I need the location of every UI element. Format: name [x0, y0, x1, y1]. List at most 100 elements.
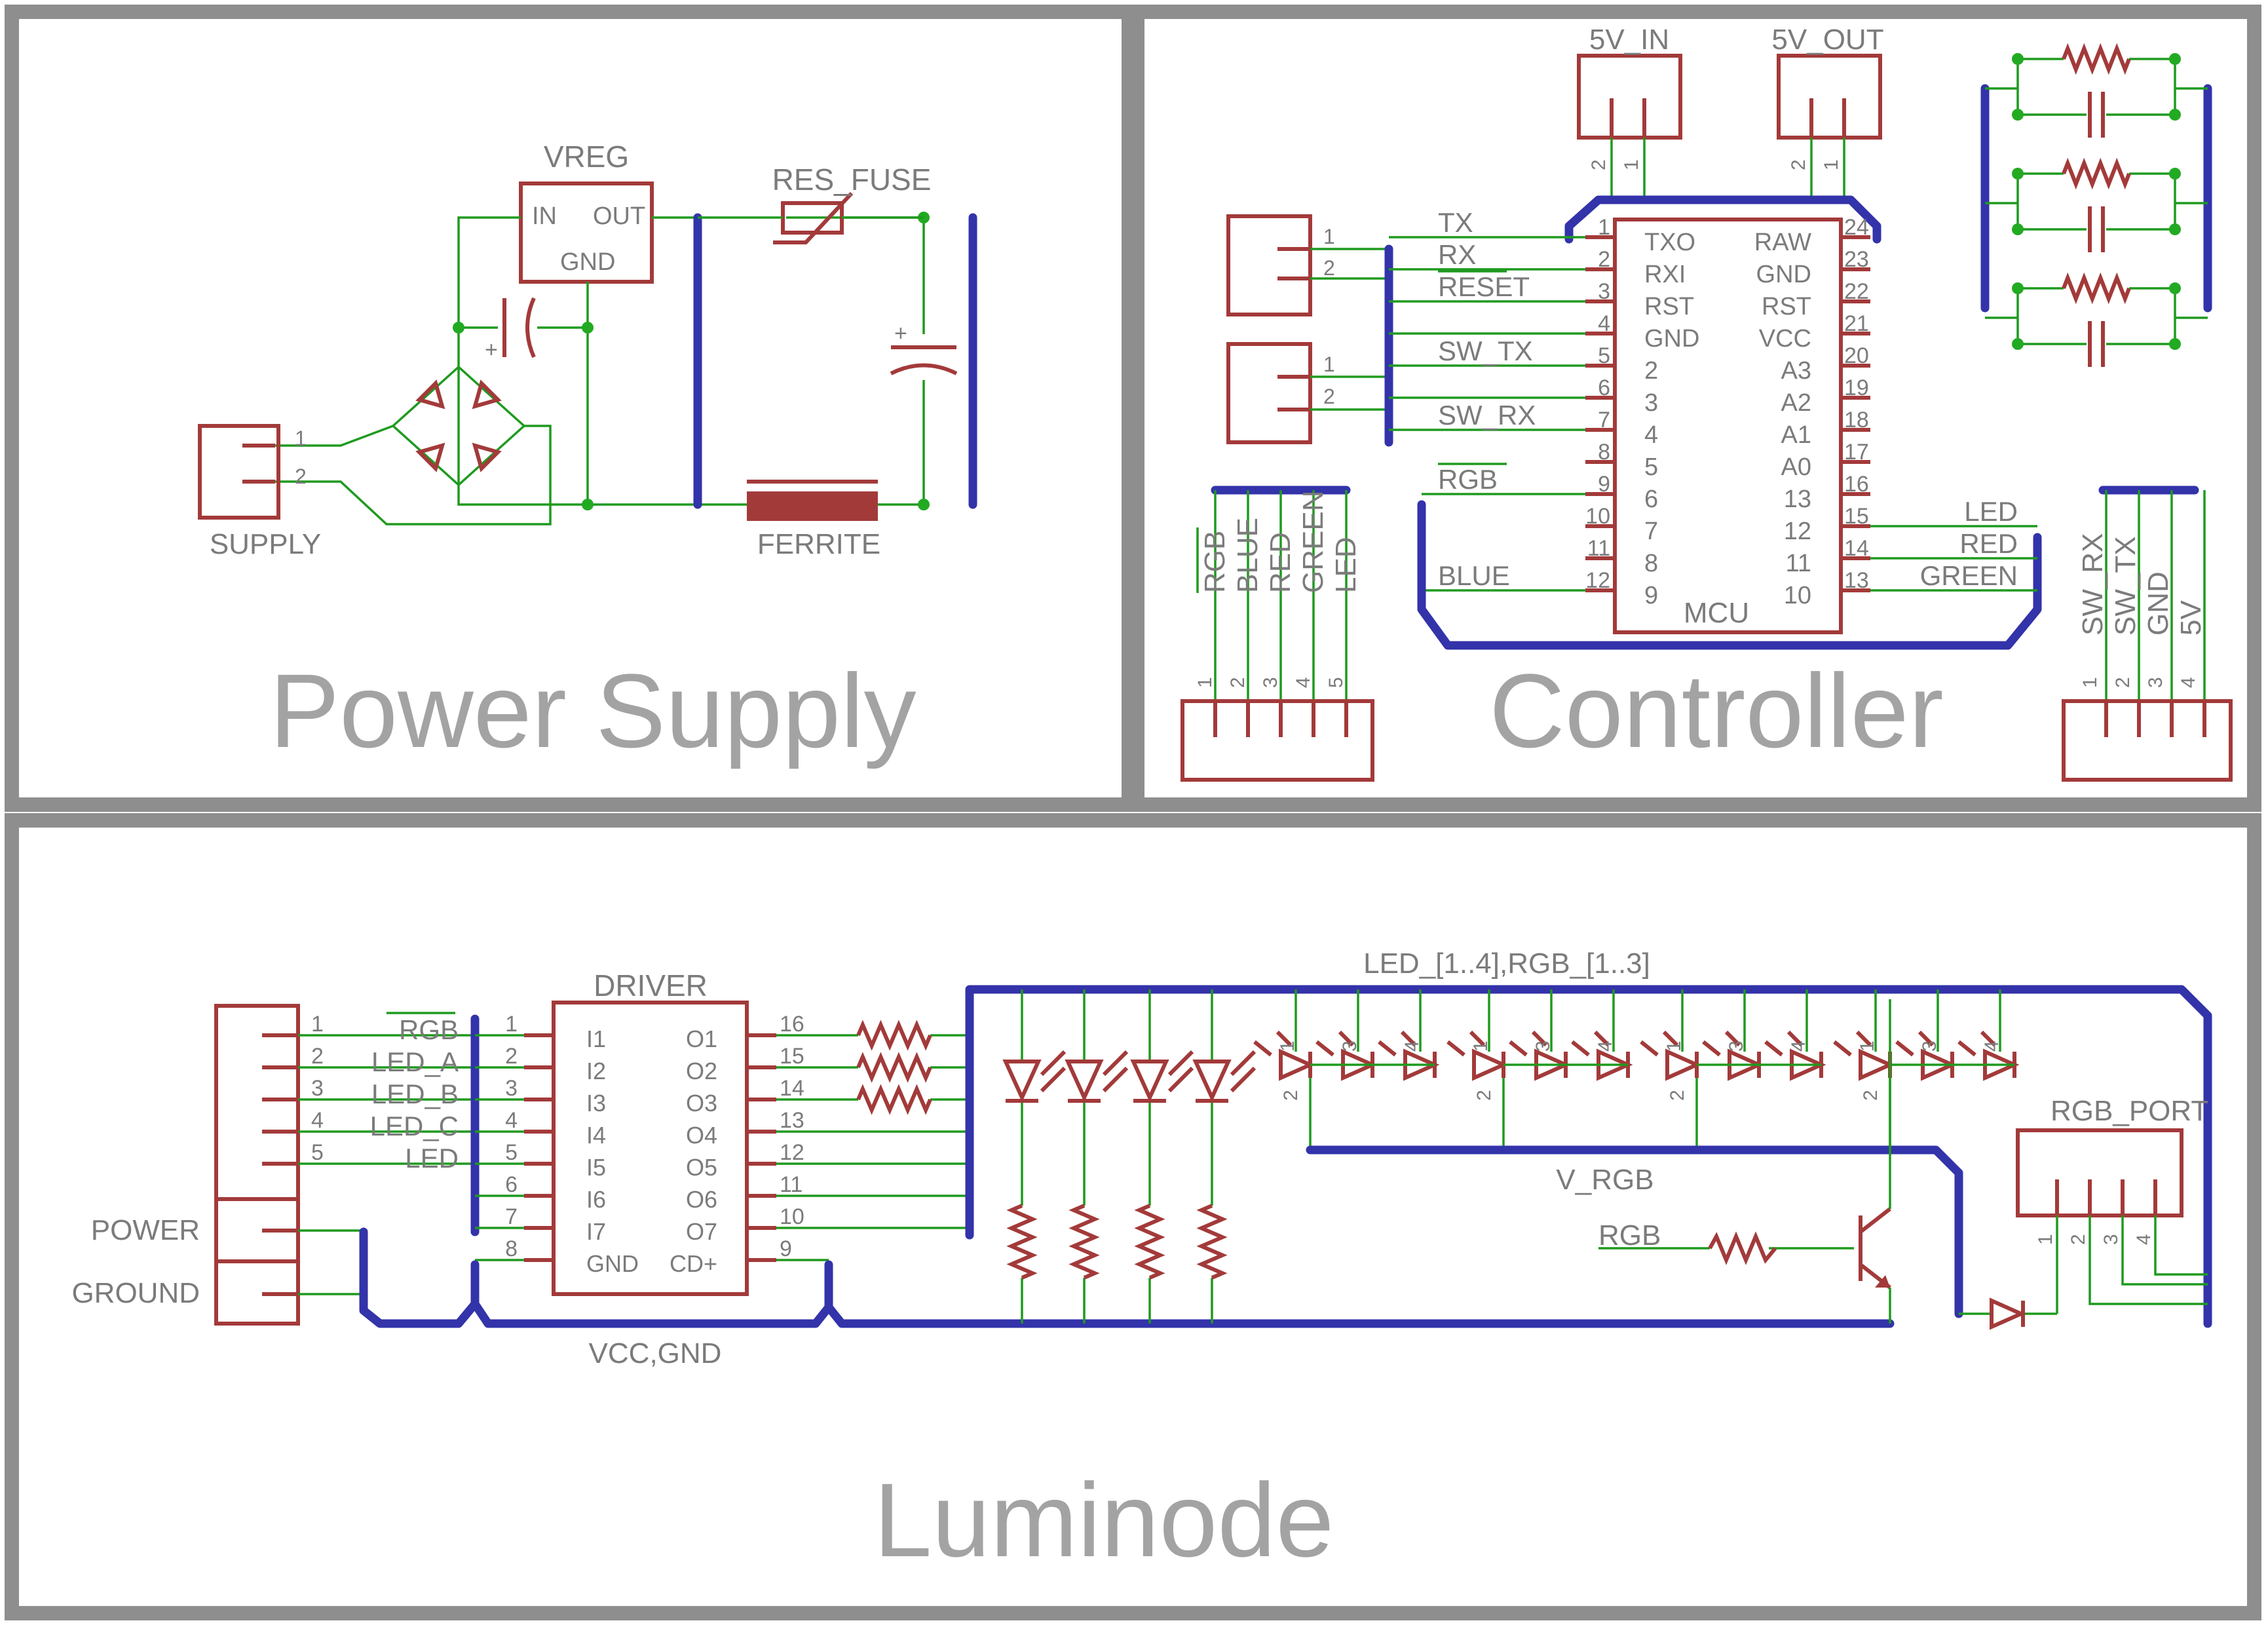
mcu-right-pin-num: 20 [1844, 343, 1869, 368]
rgb-led-pin: 3 [1339, 1041, 1361, 1052]
power-supply-circuit: VREG IN OUT GND + 1 2 [198, 140, 977, 560]
driver-right-name: O1 [686, 1025, 717, 1052]
mcu-left-pin-num: 11 [1587, 536, 1610, 561]
input-pin: 5 [311, 1140, 324, 1165]
driver-left-num: 8 [505, 1236, 518, 1261]
driver-box [552, 1001, 749, 1296]
driver-right-num: 13 [780, 1108, 804, 1133]
mcu-net-red: RED [1959, 528, 2018, 559]
driver-left-name: I5 [586, 1154, 606, 1181]
driver-right-name: O5 [686, 1154, 717, 1181]
rgb-led-pin: 4 [1401, 1041, 1423, 1052]
mcu-left-pin-num: 4 [1598, 311, 1610, 336]
ferrite [747, 491, 878, 521]
mcu-left-pin-name: 3 [1644, 389, 1658, 417]
vreg-label: VREG [544, 140, 629, 174]
v-rgb-bus [1306, 1145, 1963, 1318]
rgb-conn-label: RGB [1199, 531, 1231, 593]
controller-frame [1130, 5, 2261, 812]
driver-left-num: 5 [505, 1140, 518, 1165]
mcu-box [1613, 218, 1843, 634]
rgb-led-pin: 1 [1857, 1041, 1878, 1052]
driver-right-num: 16 [780, 1012, 804, 1037]
supply-pin-2: 2 [295, 465, 307, 488]
svg-text:1: 1 [1821, 159, 1842, 170]
sw-conn-label: SW_RX [2077, 533, 2109, 636]
mcu-right-pin-name: VCC [1759, 325, 1811, 353]
mcu-bottom-bus [1417, 500, 2042, 650]
driver-left-name: I4 [586, 1122, 606, 1149]
power-label: POWER [91, 1214, 200, 1246]
mcu-left-pin-num: 10 [1585, 504, 1610, 529]
input-pin: 4 [311, 1108, 324, 1133]
mcu-left-pin-name: 4 [1644, 421, 1658, 449]
driver-right-name: O2 [686, 1058, 717, 1084]
controller-title: Controller [1489, 652, 1944, 769]
svg-text:2: 2 [1788, 159, 1809, 170]
vreg-out-label: OUT [593, 202, 645, 230]
driver-right-num: 12 [780, 1140, 804, 1165]
rgb-port [2016, 1128, 2183, 1217]
mcu-right-pin-name: A0 [1781, 453, 1811, 481]
mcu-right-pin-name: 11 [1786, 550, 1811, 577]
driver-left-num: 4 [505, 1108, 518, 1133]
rgb-led-common: 2 [1473, 1090, 1495, 1101]
mcu-right-pin-num: 16 [1844, 472, 1869, 497]
rgb-conn-label: GREEN [1297, 491, 1329, 593]
driver-left-name: I2 [586, 1058, 606, 1084]
mcu-net-blue: BLUE [1438, 560, 1510, 591]
mcu-left-pin-num: 8 [1598, 440, 1610, 465]
svg-text:1: 1 [1323, 353, 1335, 376]
mcu-right-pin-name: RST [1762, 293, 1811, 320]
driver-left-name: I3 [586, 1090, 606, 1117]
v-rgb-label: V_RGB [1556, 1164, 1654, 1196]
driver-right-name: O4 [686, 1122, 717, 1149]
mcu-right-pin-num: 17 [1844, 440, 1869, 465]
rgb-port-pin: 4 [2133, 1234, 2155, 1245]
mcu-left-pin-num: 5 [1598, 343, 1610, 368]
input-pin: 1 [311, 1012, 324, 1037]
driver-right-name: O6 [686, 1186, 717, 1213]
driver-right-num: 11 [780, 1172, 803, 1197]
rgb-conn-label: LED [1330, 537, 1362, 593]
power-supply-title: Power Supply [269, 652, 916, 769]
mcu-right-pin-num: 18 [1844, 408, 1869, 432]
vreg-gnd-label: GND [560, 248, 615, 276]
mcu-left-pin-name: TXO [1644, 229, 1695, 256]
svg-text:2: 2 [1323, 385, 1335, 408]
input-net: LED_C [370, 1111, 459, 1141]
mcu-left-pin-name: 9 [1644, 582, 1658, 609]
rc-network [1980, 43, 2212, 367]
mcu-net-rx: RX [1438, 239, 1476, 270]
rgb-led-pin: 3 [1919, 1041, 1940, 1052]
mcu-left-pin-name: RXI [1644, 261, 1686, 288]
vreg-box [519, 182, 654, 284]
mcu-right-pin-name: A1 [1781, 421, 1811, 449]
mcu-right-pin-num: 15 [1844, 504, 1869, 529]
cap-plus-2: + [894, 321, 907, 346]
mcu-pins: 1TXO24RAW2RXI23GND3RST22RST4GND21VCC5220… [1585, 215, 1870, 609]
driver-left-name: I6 [586, 1186, 606, 1213]
rgb-conn-pin: 4 [1293, 677, 1314, 688]
rgb-port-label: RGB_PORT [2051, 1095, 2208, 1127]
sw-conn-label: 5V [2175, 600, 2207, 636]
mcu-right-pin-num: 21 [1844, 311, 1869, 336]
power-supply-frame [5, 5, 1136, 812]
input-pin: 3 [311, 1076, 324, 1101]
rgb-port-pin: 3 [2100, 1234, 2122, 1245]
mcu-right-pin-num: 13 [1844, 568, 1869, 593]
mcu-left-pin-num: 7 [1598, 408, 1610, 432]
mcu-left-pin-num: 1 [1598, 215, 1610, 240]
sw-conn-pin: 2 [2112, 677, 2134, 688]
rgb-led-pin: 4 [1981, 1041, 2003, 1052]
5v-out-connector [1777, 54, 1882, 140]
vcc-gnd-label: VCC,GND [589, 1337, 722, 1369]
svg-text:2: 2 [1588, 159, 1610, 170]
ground-label: GROUND [71, 1277, 200, 1309]
rgb-conn-pin: 3 [1260, 677, 1281, 688]
res-fuse-label: RES_FUSE [772, 162, 932, 197]
svg-text:2: 2 [1323, 256, 1335, 280]
mcu-right-pin-name: 10 [1784, 582, 1811, 609]
